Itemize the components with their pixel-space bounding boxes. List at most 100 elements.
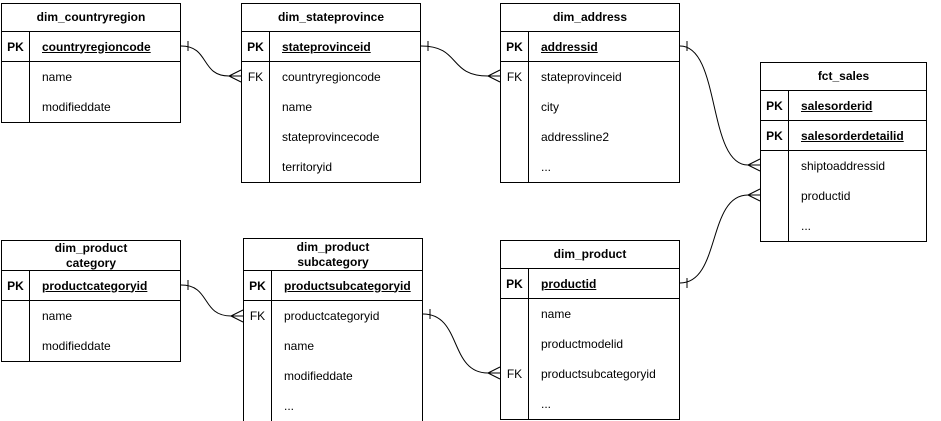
key-cell-empty [242, 122, 270, 152]
field-name: salesorderid [801, 98, 873, 113]
fk-label: FK [501, 359, 529, 389]
table-row: PK stateprovinceid [242, 32, 420, 62]
key-cell-empty [2, 92, 30, 122]
table-row: modifieddate [2, 331, 180, 361]
relationship-product-to-fct-sales [679, 188, 761, 288]
many-cardinality-crowfoot [228, 75, 242, 83]
field-name: productsubcategoryid [284, 278, 411, 293]
field-name: name [284, 339, 315, 353]
table-row: PK countryregioncode [2, 32, 180, 62]
key-cell-empty [761, 181, 789, 211]
fk-label: FK [501, 62, 529, 92]
table-title-line: dim_countryregion [36, 10, 146, 24]
field-name: productcategoryid [42, 278, 148, 293]
table-row: PK salesorderid [761, 91, 926, 121]
table-title: dim_address [501, 4, 679, 32]
table-title-line: fct_sales [817, 69, 870, 83]
many-cardinality-crowfoot [747, 188, 761, 196]
table-row: territoryid [242, 152, 420, 182]
table-title-line: category [65, 255, 117, 270]
table-row: productid [761, 181, 926, 211]
key-cell-empty [244, 331, 272, 361]
many-cardinality-crowfoot [747, 164, 761, 172]
table-row: ... [501, 389, 679, 419]
field-name: ... [541, 397, 552, 411]
table-row: ... [761, 211, 926, 241]
field-name: stateprovinceid [541, 70, 622, 84]
many-cardinality-crowfoot [747, 194, 761, 202]
table-row: modifieddate [244, 361, 422, 391]
field-name: territoryid [282, 160, 333, 174]
field-name: productid [801, 189, 851, 203]
key-cell-empty [761, 211, 789, 241]
table-row: FK countryregioncode [242, 62, 420, 92]
table-row: ... [244, 391, 422, 421]
pk-label: PK [501, 269, 529, 298]
relationship-line [180, 284, 232, 317]
table-title-line: subcategory [297, 254, 369, 269]
table-row: productmodelid [501, 329, 679, 359]
table-row: shiptoaddressid [761, 151, 926, 181]
fk-label: FK [244, 301, 272, 331]
key-cell-empty [501, 299, 529, 329]
field-name: stateprovinceid [282, 39, 371, 54]
pk-label: PK [244, 271, 272, 300]
pk-label: PK [761, 91, 789, 120]
fk-label: FK [242, 62, 270, 92]
key-cell-empty [244, 391, 272, 421]
many-cardinality-crowfoot [747, 158, 761, 166]
key-cell-empty [244, 361, 272, 391]
table-row: name [2, 301, 180, 331]
many-cardinality-crowfoot [487, 366, 501, 374]
pk-label: PK [501, 32, 529, 61]
pk-label: PK [2, 32, 30, 61]
many-cardinality-crowfoot [487, 75, 501, 83]
field-name: salesorderdetailid [801, 128, 904, 143]
relationship-address-to-fct-sales [679, 41, 761, 172]
relationship-line [679, 194, 749, 284]
key-cell-empty [242, 152, 270, 182]
table-row: PK productcategoryid [2, 271, 180, 301]
key-cell-empty [501, 152, 529, 182]
field-name: modifieddate [284, 369, 353, 383]
field-name: ... [801, 219, 812, 233]
key-cell-empty [761, 151, 789, 181]
field-name: name [42, 70, 73, 84]
field-name: countryregioncode [282, 70, 381, 84]
key-cell-empty [501, 389, 529, 419]
field-name: shiptoaddressid [801, 159, 886, 173]
table-row: modifieddate [2, 92, 180, 122]
field-name: name [541, 307, 572, 321]
table-row: addressline2 [501, 122, 679, 152]
many-cardinality-crowfoot [228, 69, 242, 77]
field-name: productcategoryid [284, 309, 380, 323]
pk-label: PK [242, 32, 270, 61]
relationship-line [180, 45, 230, 77]
key-cell-empty [242, 92, 270, 122]
relationship-countryregion-to-stateprovince [180, 41, 242, 83]
field-name: name [42, 309, 73, 323]
table-title-line: dim_product [296, 239, 370, 254]
field-name: productmodelid [541, 337, 624, 351]
pk-label: PK [2, 271, 30, 300]
table-title: fct_sales [761, 63, 926, 91]
many-cardinality-crowfoot [230, 315, 244, 323]
table-row: PK productsubcategoryid [244, 271, 422, 301]
pk-label: PK [761, 121, 789, 150]
key-cell-empty [501, 329, 529, 359]
key-cell-empty [501, 92, 529, 122]
relationship-line [679, 45, 749, 166]
field-name: countryregioncode [42, 39, 151, 54]
field-name: modifieddate [42, 339, 111, 353]
field-name: modifieddate [42, 100, 111, 114]
field-name: productsubcategoryid [541, 367, 656, 381]
field-name: ... [284, 399, 295, 413]
table-row: name [244, 331, 422, 361]
